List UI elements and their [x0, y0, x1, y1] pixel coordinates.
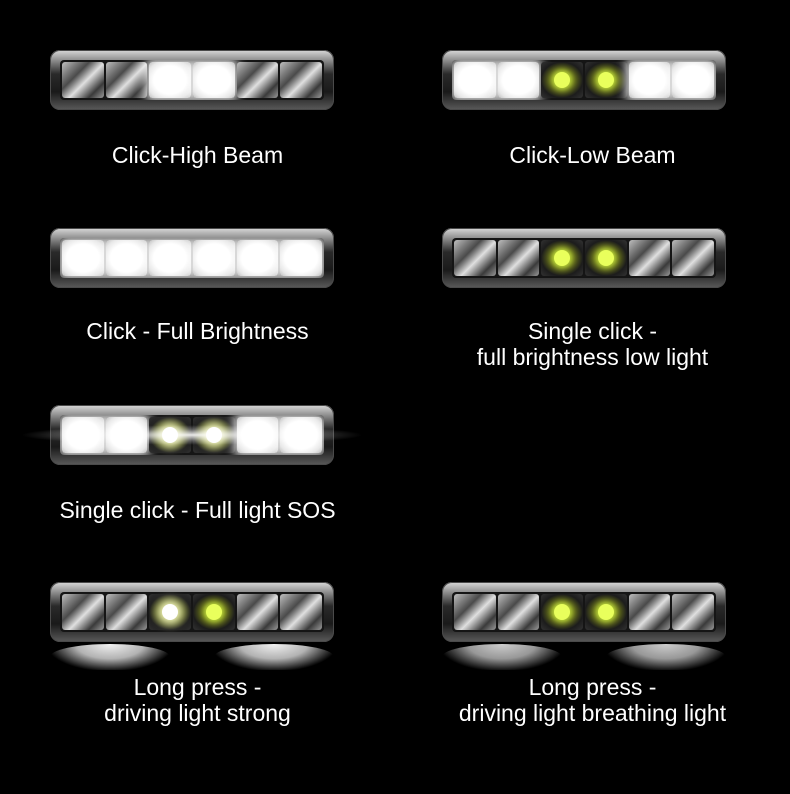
led-segment-lit [149, 240, 192, 276]
led-chip-bright [193, 417, 235, 453]
led-segment-lit [62, 240, 104, 276]
led-chip-bright [149, 417, 192, 453]
led-segment-lit [105, 417, 148, 453]
light-bar-face [452, 238, 716, 278]
mode-label: Single click - Full light SOS [0, 497, 395, 523]
led-segment-lit [236, 417, 279, 453]
mode-label: Click - Full Brightness [0, 318, 395, 344]
led-segment [672, 594, 715, 630]
beam-glow [214, 644, 334, 670]
led-chip [585, 62, 627, 98]
light-bar-face [452, 592, 716, 632]
led-segment-lit [193, 62, 235, 98]
led-segment [628, 594, 671, 630]
light-bar-face [60, 415, 324, 455]
led-segment [280, 62, 323, 98]
led-segment-lit [105, 240, 148, 276]
led-segment [236, 594, 279, 630]
led-chip [585, 594, 627, 630]
mode-low-beam: Click-Low Beam [395, 0, 790, 190]
led-segment [497, 594, 540, 630]
light-bar-face [60, 592, 324, 632]
mode-label-line: Long press - [528, 674, 657, 700]
mode-label: Click-Low Beam [395, 142, 790, 168]
mode-label-line: Click-Low Beam [509, 142, 676, 168]
led-segment-lit [454, 62, 496, 98]
led-segment [628, 240, 671, 276]
mode-label-line: Click - Full Brightness [86, 318, 309, 344]
mode-driving-strong: Long press - driving light strong [0, 560, 395, 794]
light-bar [50, 582, 334, 670]
mode-label-line: driving light strong [104, 700, 291, 726]
light-bar-face [452, 60, 716, 100]
mode-label-line: driving light breathing light [458, 700, 727, 726]
led-chip-bright [149, 594, 192, 630]
led-chip [541, 594, 584, 630]
led-segment [672, 240, 715, 276]
mode-label: Long press - driving light strong [0, 674, 395, 726]
light-bar [442, 582, 726, 670]
led-chip [541, 62, 584, 98]
led-segment [105, 594, 148, 630]
led-segment [280, 594, 323, 630]
light-bar-face [60, 238, 324, 278]
led-segment [454, 594, 496, 630]
led-segment [62, 62, 104, 98]
led-segment [105, 62, 148, 98]
mode-label-line: full brightness low light [476, 344, 709, 370]
mode-label: Long press - driving light breathing lig… [395, 674, 790, 726]
light-bar [50, 50, 334, 110]
led-segment-lit [280, 240, 323, 276]
mode-full-brightness: Click - Full Brightness [0, 190, 395, 380]
led-segment-lit [193, 240, 235, 276]
led-chip [193, 594, 235, 630]
led-segment-lit [62, 417, 104, 453]
beam-glow [606, 644, 726, 670]
beam-glow [442, 644, 562, 670]
mode-high-beam: Click-High Beam [0, 0, 395, 190]
light-bar [442, 50, 726, 110]
led-segment [454, 240, 496, 276]
mode-label-line: Single click - [527, 318, 658, 344]
mode-label-line: Long press - [133, 674, 262, 700]
mode-sos: Single click - Full light SOS [0, 380, 395, 560]
led-segment [62, 594, 104, 630]
led-chip [585, 240, 627, 276]
led-segment-lit [628, 62, 671, 98]
mode-label-line: Click-High Beam [111, 142, 284, 168]
led-segment-lit [672, 62, 715, 98]
led-segment [497, 240, 540, 276]
led-chip [541, 240, 584, 276]
led-segment-lit [236, 240, 279, 276]
mode-label: Click-High Beam [0, 142, 395, 168]
mode-label: Single click - full brightness low light [395, 318, 790, 370]
light-bar [20, 405, 364, 465]
led-segment-lit [280, 417, 323, 453]
beam-glow [50, 644, 170, 670]
mode-label-line: Single click - Full light SOS [59, 497, 336, 523]
led-segment-lit [149, 62, 192, 98]
light-bar [442, 228, 726, 288]
mode-low-light: Single click - full brightness low light [395, 190, 790, 380]
mode-driving-breathing: Long press - driving light breathing lig… [395, 560, 790, 794]
light-bar-face [60, 60, 324, 100]
led-segment [236, 62, 279, 98]
led-segment-lit [497, 62, 540, 98]
light-bar [50, 228, 334, 288]
